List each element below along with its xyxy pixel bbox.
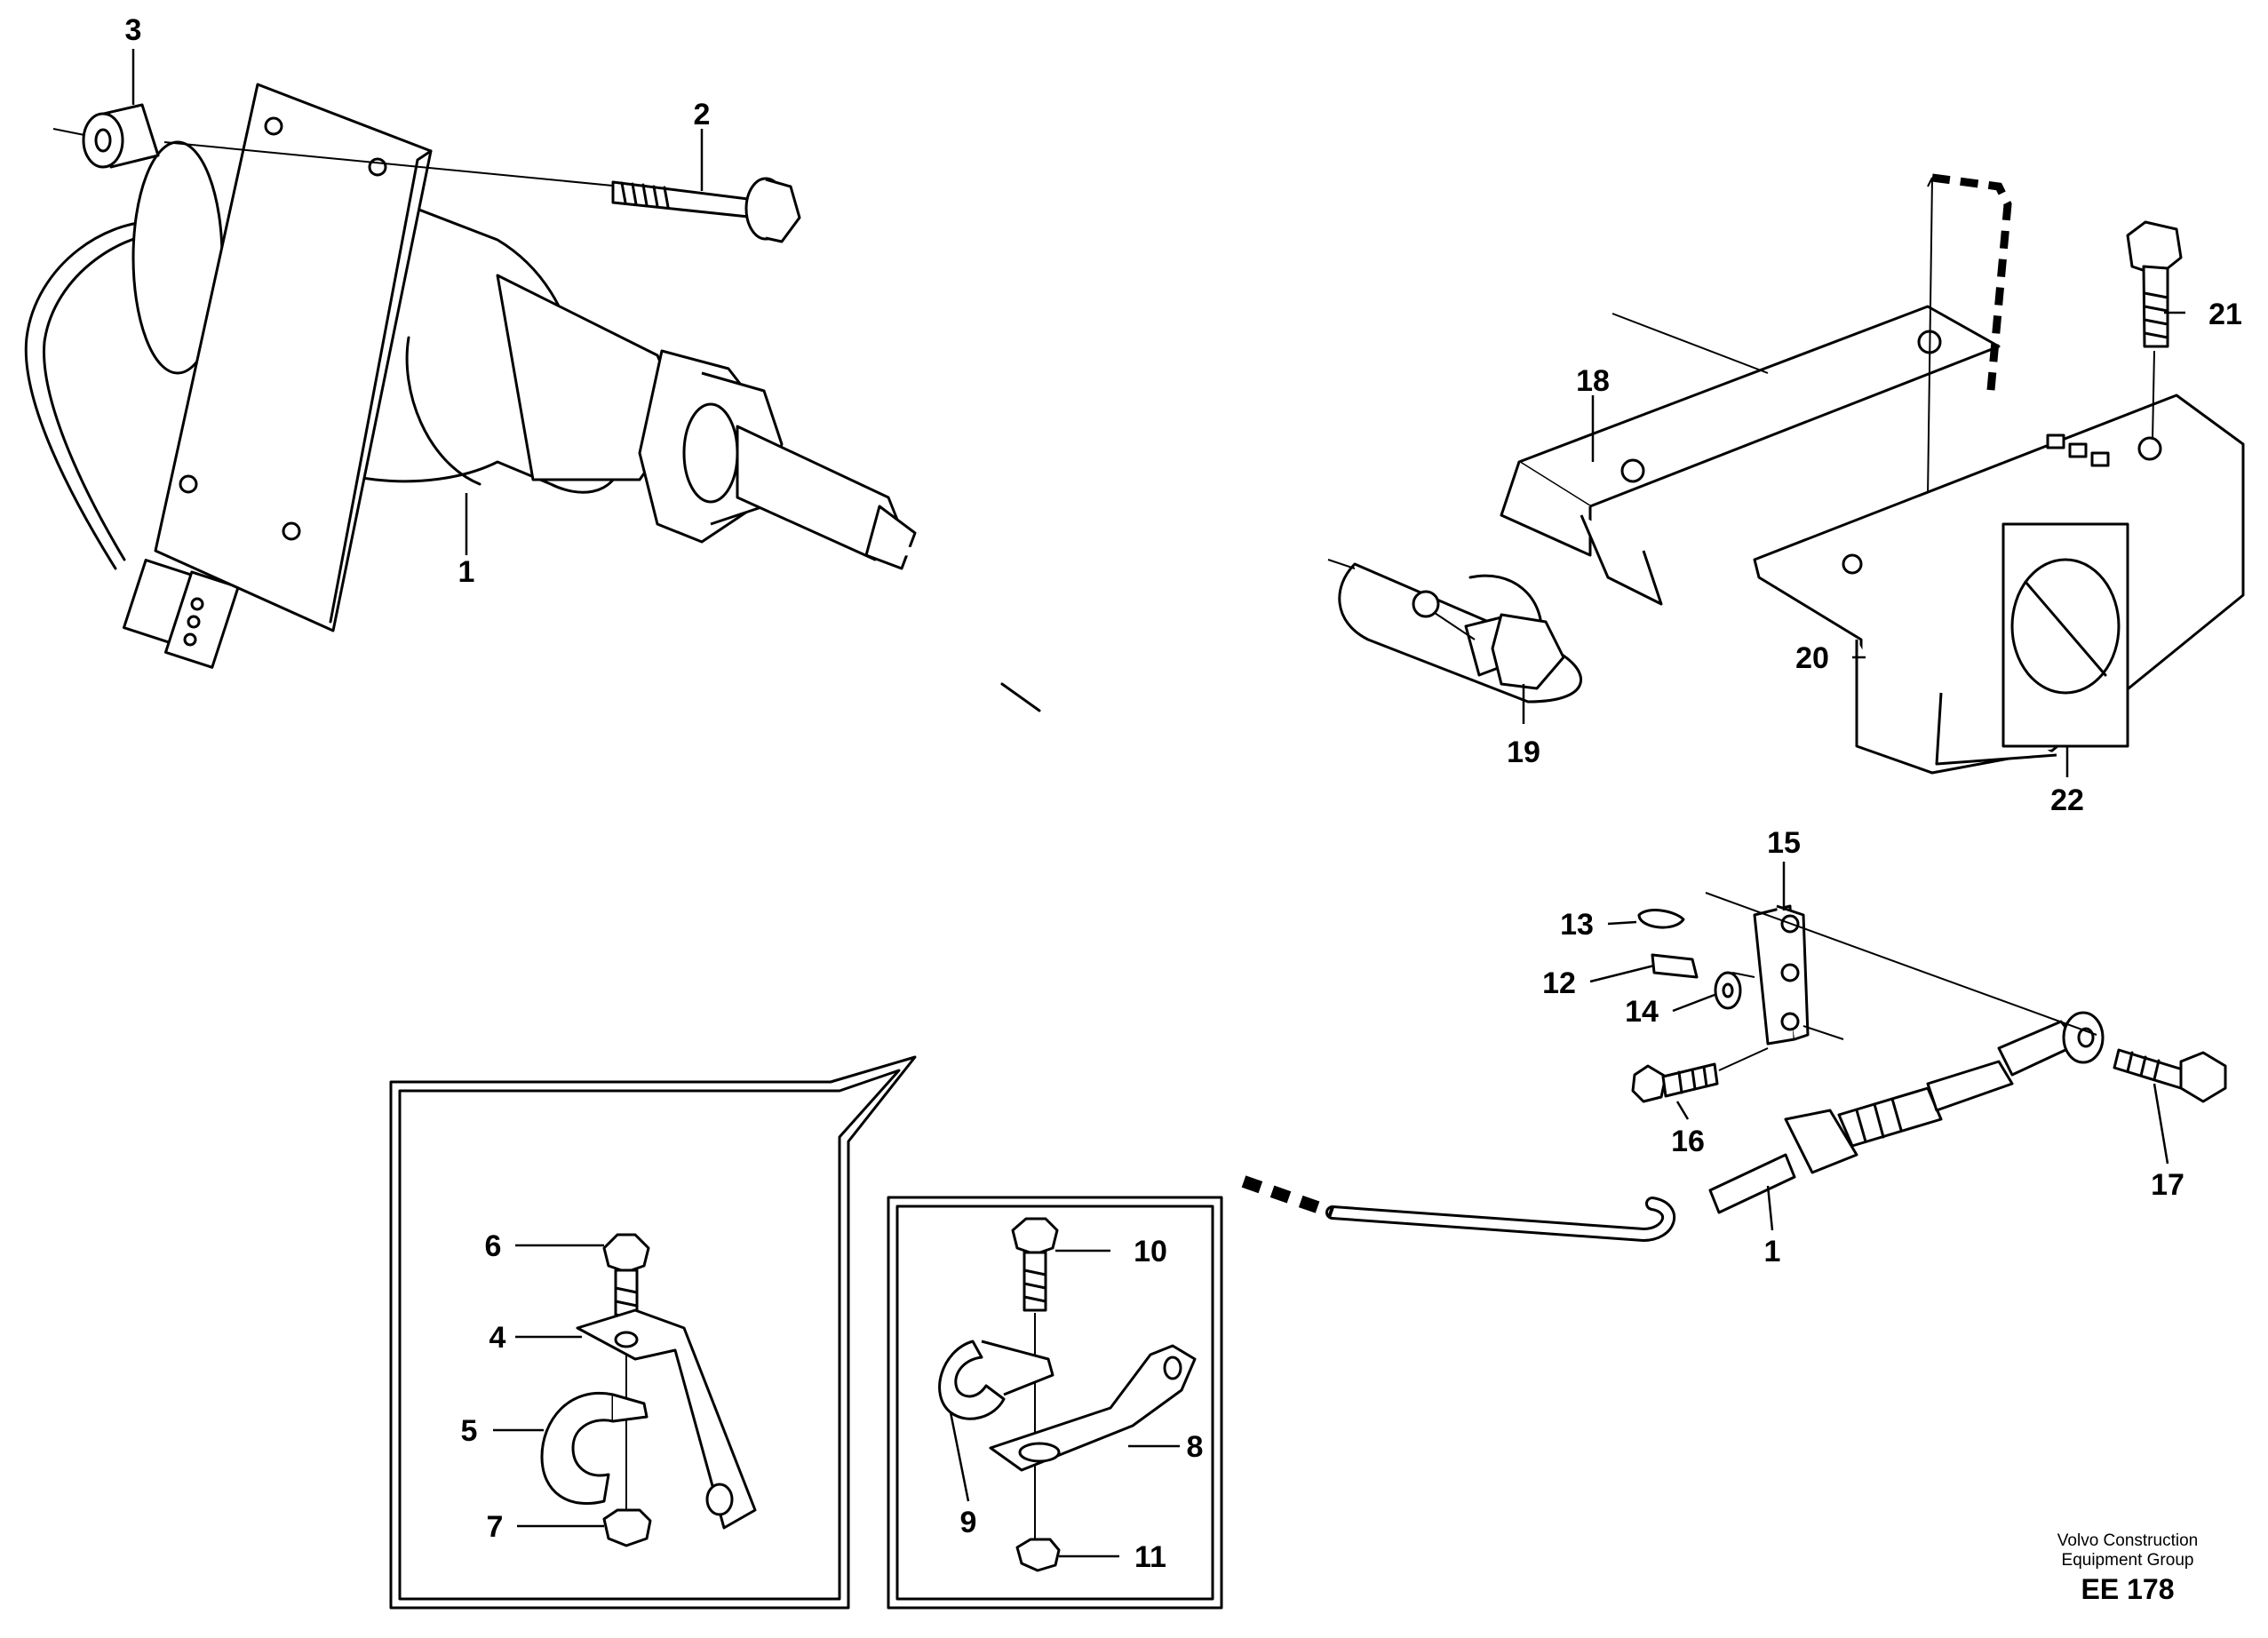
callout-22: 22 — [2050, 783, 2084, 817]
spacer-sleeve — [52, 103, 160, 169]
mounting-bolt — [611, 177, 801, 243]
callout-14: 14 — [1625, 995, 1659, 1029]
wire-harness — [24, 219, 175, 570]
detail-inset-left — [389, 1055, 917, 1610]
cable-end-fitting — [1708, 1011, 2105, 1214]
detail-inset-right — [887, 1196, 1223, 1610]
bolt-21 — [2126, 220, 2183, 348]
callout-3: 3 — [125, 13, 142, 47]
callout-5: 5 — [461, 1414, 478, 1448]
solenoid-actuator — [24, 83, 917, 669]
callout-20: 20 — [1795, 641, 1829, 675]
figure-code: EE 178 — [2081, 1573, 2175, 1605]
pin-12 — [1651, 953, 1699, 979]
callout-7: 7 — [487, 1510, 504, 1544]
callout-labels: 3 2 1 18 21 20 19 22 15 13 12 14 16 17 1… — [125, 13, 2242, 1574]
company-name-line2: Equipment Group — [2062, 1551, 2194, 1570]
dashed-outline — [1931, 173, 2012, 401]
connector-plug — [122, 559, 240, 669]
callout-21: 21 — [2208, 298, 2242, 331]
footer-block: Volvo Construction Equipment Group EE 17… — [2057, 1531, 2198, 1605]
bracket-20 — [1753, 394, 2245, 775]
callout-17: 17 — [2151, 1168, 2184, 1202]
callout-19: 19 — [1507, 736, 1540, 769]
bolt-17 — [2113, 1048, 2227, 1103]
bolt-19 — [1464, 613, 1565, 690]
company-name-line1: Volvo Construction — [2057, 1531, 2198, 1550]
clip-13 — [1637, 909, 1685, 929]
callout-11: 11 — [1134, 1540, 1166, 1574]
washer-14 — [1714, 971, 1742, 1010]
callout-12: 12 — [1542, 966, 1576, 1000]
callout-16: 16 — [1671, 1125, 1705, 1158]
callout-1-cable: 1 — [1764, 1235, 1781, 1268]
callout-9: 9 — [960, 1506, 977, 1539]
callout-10: 10 — [1134, 1235, 1167, 1268]
callout-13: 13 — [1560, 908, 1594, 942]
callout-8: 8 — [1187, 1430, 1204, 1464]
callout-6: 6 — [485, 1229, 502, 1263]
lever-15 — [1753, 904, 1810, 1046]
callout-1-actuator: 1 — [458, 555, 475, 589]
control-cable — [840, 546, 1676, 1243]
callout-4: 4 — [489, 1321, 506, 1355]
mounting-plate — [154, 83, 433, 632]
callout-15: 15 — [1767, 826, 1801, 860]
callout-2: 2 — [694, 98, 711, 131]
bolt-16 — [1631, 1062, 1719, 1103]
leader-lines — [131, 49, 2185, 1558]
callout-18: 18 — [1576, 364, 1610, 398]
